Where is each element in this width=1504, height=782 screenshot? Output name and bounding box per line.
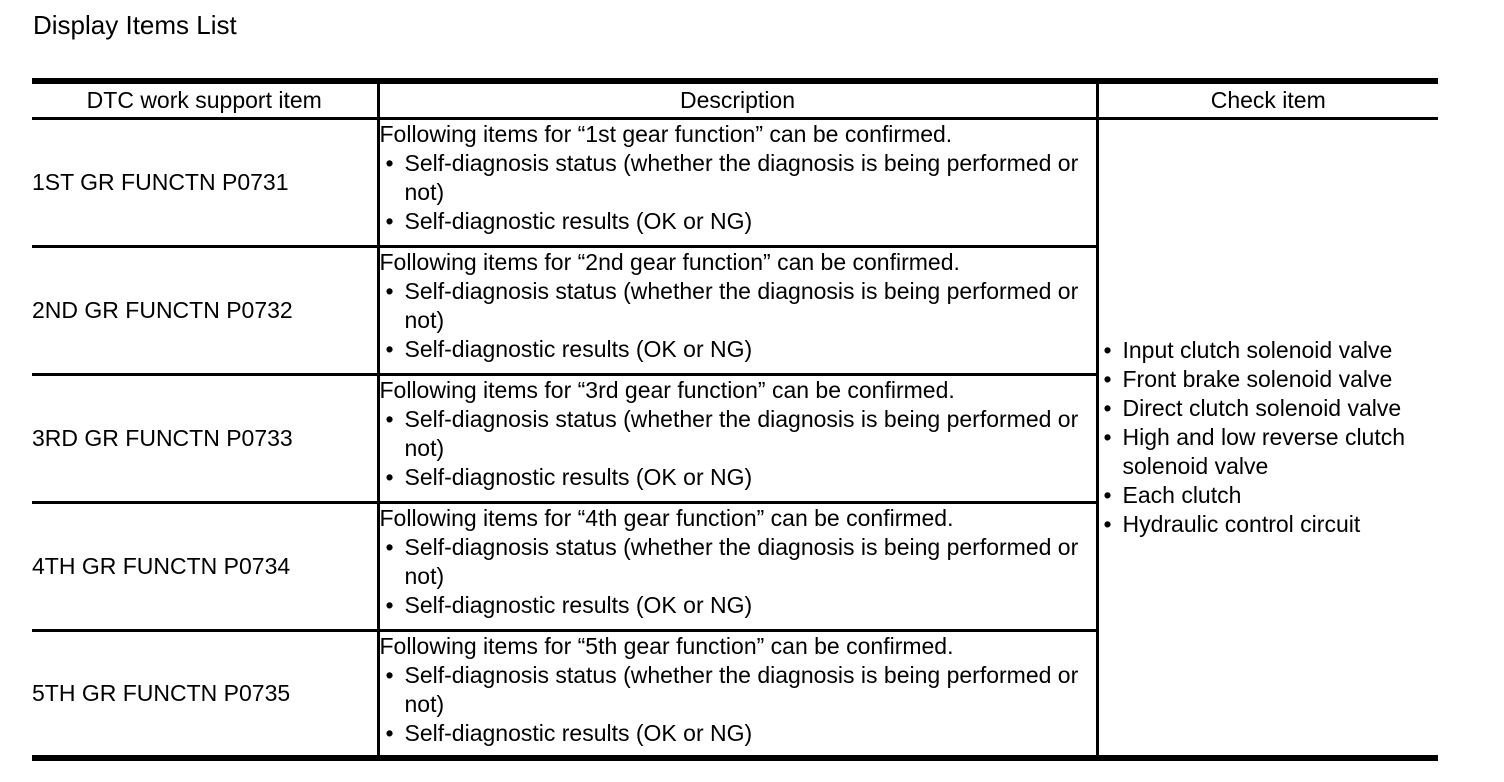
description-intro: Following items for “4th gear function” … — [379, 504, 954, 531]
check-item-list: Input clutch solenoid valve Front brake … — [1099, 336, 1439, 539]
description-bullet-list: Self-diagnosis status (whether the diagn… — [380, 405, 1096, 492]
description-bullet: Self-diagnosis status (whether the diagn… — [380, 277, 1096, 335]
description-cell: Following items for “4th gear function” … — [378, 502, 1099, 632]
table-row: 5TH GR FUNCTN P0735 Following items for … — [32, 630, 1438, 760]
check-item: Direct clutch solenoid valve — [1099, 394, 1439, 423]
column-header-dtc-work-support-item: DTC work support item — [32, 81, 380, 120]
description-bullet-list: Self-diagnosis status (whether the diagn… — [380, 661, 1096, 748]
description-bullet: Self-diagnostic results (OK or NG) — [380, 719, 1096, 748]
description-bullet-list: Self-diagnosis status (whether the diagn… — [380, 533, 1096, 620]
dtc-item-cell: 5TH GR FUNCTN P0735 — [32, 630, 380, 760]
header-row: DTC work support item Description Check … — [32, 81, 1438, 120]
dtc-item-cell: 3RD GR FUNCTN P0733 — [32, 374, 380, 504]
column-header-description: Description — [378, 81, 1099, 120]
table-row: 4TH GR FUNCTN P0734 Following items for … — [32, 502, 1438, 632]
description-cell: Following items for “3rd gear function” … — [378, 374, 1099, 504]
description-cell: Following items for “1st gear function” … — [378, 118, 1099, 248]
dtc-item-cell: 1ST GR FUNCTN P0731 — [32, 118, 380, 248]
check-item: Input clutch solenoid valve — [1099, 336, 1439, 365]
description-bullet-list: Self-diagnosis status (whether the diagn… — [380, 149, 1096, 236]
description-bullet: Self-diagnosis status (whether the diagn… — [380, 661, 1096, 719]
description-bullet: Self-diagnostic results (OK or NG) — [380, 207, 1096, 236]
description-bullet: Self-diagnostic results (OK or NG) — [380, 463, 1096, 492]
description-cell: Following items for “2nd gear function” … — [378, 246, 1099, 376]
description-bullet-list: Self-diagnosis status (whether the diagn… — [380, 277, 1096, 364]
description-intro: Following items for “2nd gear function” … — [379, 248, 960, 275]
table-row: 1ST GR FUNCTN P0731 Following items for … — [32, 118, 1438, 539]
display-items-table: DTC work support item Description Check … — [32, 78, 1438, 761]
dtc-item-cell: 2ND GR FUNCTN P0732 — [32, 246, 380, 376]
description-cell: Following items for “5th gear function” … — [378, 630, 1099, 760]
page-title: Display Items List — [33, 10, 237, 40]
description-intro: Following items for “1st gear function” … — [379, 120, 953, 147]
check-item: Front brake solenoid valve — [1099, 365, 1439, 394]
column-header-check-item: Check item — [1097, 81, 1438, 120]
check-item: High and low reverse clutch solenoid val… — [1099, 423, 1439, 481]
check-item-cell: Input clutch solenoid valve Front brake … — [1097, 118, 1438, 758]
description-bullet: Self-diagnostic results (OK or NG) — [380, 591, 1096, 620]
dtc-item-cell: 4TH GR FUNCTN P0734 — [32, 502, 380, 632]
description-bullet: Self-diagnosis status (whether the diagn… — [380, 405, 1096, 463]
check-item: Each clutch — [1099, 481, 1439, 510]
description-bullet: Self-diagnosis status (whether the diagn… — [380, 533, 1096, 591]
table-row: 2ND GR FUNCTN P0732 Following items for … — [32, 246, 1438, 376]
description-bullet: Self-diagnosis status (whether the diagn… — [380, 149, 1096, 207]
table-row: 3RD GR FUNCTN P0733 Following items for … — [32, 374, 1438, 504]
description-intro: Following items for “5th gear function” … — [379, 632, 954, 659]
description-bullet: Self-diagnostic results (OK or NG) — [380, 335, 1096, 364]
check-item: Hydraulic control circuit — [1099, 510, 1439, 539]
description-intro: Following items for “3rd gear function” … — [379, 376, 955, 403]
